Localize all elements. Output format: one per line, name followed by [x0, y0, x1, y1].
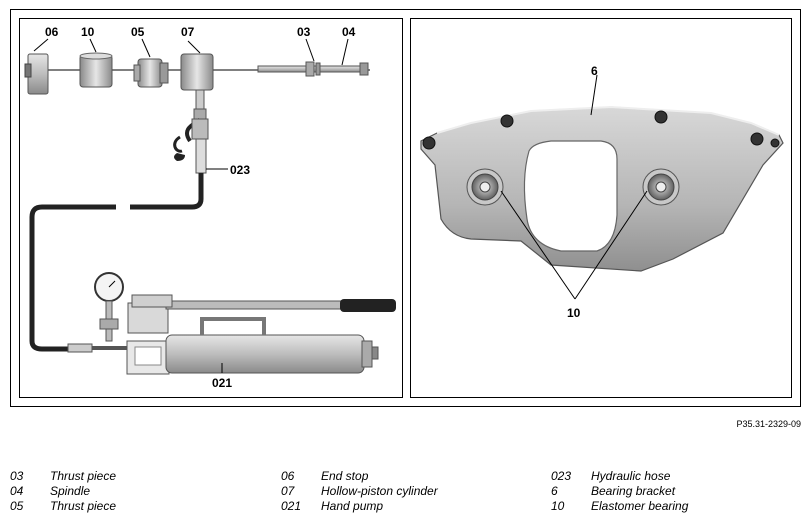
- callout-05: 05: [131, 25, 145, 39]
- callout-023: 023: [230, 163, 250, 177]
- thrust-piece-05-part: [133, 58, 169, 88]
- legend-text: Thrust piece: [50, 469, 117, 483]
- legend-code: 10: [551, 499, 565, 513]
- legend-code: 6: [551, 484, 558, 498]
- thrust-ring-10-part: [79, 52, 113, 88]
- legend-row: 06 End stop: [281, 469, 438, 484]
- legend-code: 07: [281, 484, 295, 498]
- callout-10: 10: [81, 25, 95, 39]
- callout-07: 07: [181, 25, 195, 39]
- figure-frame: [10, 9, 801, 407]
- tool-assembly-illustration: 06 10 05 07 03 04 023 021: [24, 25, 396, 390]
- legend-code: 04: [10, 484, 24, 498]
- callout-03: 03: [297, 25, 311, 39]
- bearing-bracket-illustration: 6 10: [420, 64, 784, 320]
- hydraulic-hose-part: [29, 108, 209, 353]
- legend-text: Hydraulic hose: [591, 469, 671, 483]
- legend-column-3: 023 Hydraulic hose 6 Bearing bracket 10 Ela…: [551, 469, 688, 514]
- callout-6: 6: [591, 64, 598, 78]
- legend-text: Elastomer bearing: [591, 499, 689, 513]
- legend-row: 03 Thrust piece: [10, 469, 116, 484]
- callout-06: 06: [45, 25, 59, 39]
- legend-row: 021 Hand pump: [281, 499, 438, 514]
- callout-04: 04: [342, 25, 356, 39]
- legend-row: 07 Hollow-piston cylinder: [281, 484, 438, 499]
- legend-row: 04 Spindle: [10, 484, 116, 499]
- callout-10-right: 10: [567, 306, 581, 320]
- legend-text: Thrust piece: [50, 499, 117, 513]
- legend-row: 05 Thrust piece: [10, 499, 116, 514]
- hand-pump-part: [92, 272, 396, 375]
- spindle-part: [257, 61, 369, 77]
- callout-021: 021: [212, 376, 232, 390]
- legend-row: 023 Hydraulic hose: [551, 469, 688, 484]
- tool-assembly-panel: 06 10 05 07 03 04 023 021: [19, 18, 403, 398]
- figure-id: P35.31-2329-09: [736, 419, 801, 429]
- legend-text: End stop: [321, 469, 369, 483]
- end-stop-part: [24, 53, 49, 95]
- legend-code: 06: [281, 469, 295, 483]
- legend-text: Hand pump: [321, 499, 384, 513]
- bearing-bracket-part: [420, 105, 784, 272]
- legend-text: Spindle: [50, 484, 91, 498]
- hollow-piston-cylinder-part: [180, 53, 214, 111]
- bearing-bracket-panel: 6 10: [410, 18, 792, 398]
- legend-text: Bearing bracket: [591, 484, 676, 498]
- legend-row: 6 Bearing bracket: [551, 484, 688, 499]
- legend-code: 021: [281, 499, 302, 513]
- legend-column-2: 06 End stop 07 Hollow-piston cylinder 021 H…: [281, 469, 438, 514]
- legend-code: 03: [10, 469, 24, 483]
- legend-row: 10 Elastomer bearing: [551, 499, 688, 514]
- legend-code: 05: [10, 499, 24, 513]
- legend-text: Hollow-piston cylinder: [321, 484, 438, 498]
- legend-code: 023: [551, 469, 572, 483]
